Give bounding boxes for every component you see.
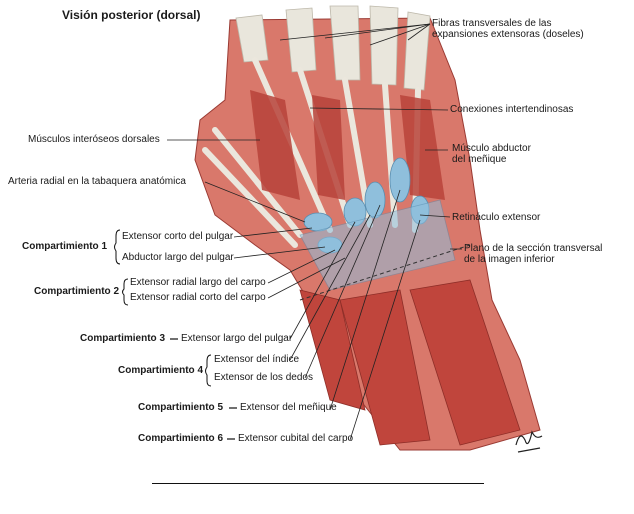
label-fibras-1: Fibras transversales de las xyxy=(432,18,552,29)
label-fibras-2: expansiones extensoras (doseles) xyxy=(432,29,584,40)
compartment-3-name: Compartimiento 3 xyxy=(80,333,166,344)
brackets xyxy=(114,229,212,387)
label-conexiones: Conexiones intertendinosas xyxy=(450,104,574,115)
compartment-6-item-1: Extensor cubital del carpo xyxy=(238,433,354,444)
label-arteria: Arteria radial en la tabaquera anatómica xyxy=(8,176,186,187)
figure-title: Visión posterior (dorsal) xyxy=(62,8,201,22)
leader-lines xyxy=(167,23,462,441)
label-interoseos: Músculos interóseos dorsales xyxy=(28,134,160,145)
compartment-6-name: Compartimiento 6 xyxy=(138,433,224,444)
interosseous-muscles xyxy=(250,90,445,200)
finger-tendons xyxy=(235,5,431,91)
label-abductor-2: del meñique xyxy=(452,154,507,165)
compartment-1-item-1: Extensor corto del pulgar xyxy=(122,231,234,242)
label-retinaculo: Retináculo extensor xyxy=(452,212,541,223)
compartment-2-name: Compartimiento 2 xyxy=(34,286,120,297)
tendon-sheaths xyxy=(299,157,456,291)
label-plano-2: de la imagen inferior xyxy=(464,254,555,265)
compartment-2-item-1: Extensor radial largo del carpo xyxy=(130,277,266,288)
bottom-rule xyxy=(152,483,484,484)
compartment-dashes xyxy=(170,338,237,440)
compartment-3-item-1: Extensor largo del pulgar xyxy=(181,333,293,344)
compartment-2-item-2: Extensor radial corto del carpo xyxy=(130,292,266,303)
label-plano-1: Plano de la sección transversal xyxy=(464,243,603,254)
label-abductor-1: Músculo abductor xyxy=(452,143,531,154)
signature-mark xyxy=(515,430,543,453)
compartment-4-item-1: Extensor del índice xyxy=(214,354,300,365)
forearm-muscles xyxy=(299,279,521,446)
compartment-5-item-1: Extensor del meñique xyxy=(240,402,337,413)
compartment-5-name: Compartimiento 5 xyxy=(138,402,224,413)
compartment-4-item-2: Extensor de los dedos xyxy=(214,372,313,383)
compartment-1-name: Compartimiento 1 xyxy=(22,241,108,252)
compartment-4-name: Compartimiento 4 xyxy=(118,365,204,376)
compartment-1-item-2: Abductor largo del pulgar xyxy=(122,252,234,263)
